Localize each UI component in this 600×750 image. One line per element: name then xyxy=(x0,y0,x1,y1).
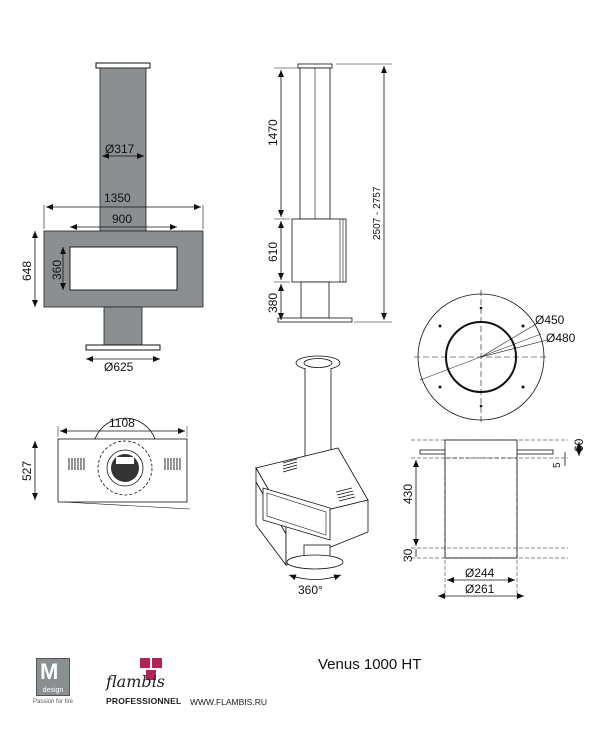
dim-base-height: 380 xyxy=(266,293,280,313)
dim-rotation: 360° xyxy=(298,583,323,597)
flue-collar xyxy=(95,62,151,69)
tagline: Passion for fire xyxy=(33,699,74,705)
flue-pipe xyxy=(99,67,147,232)
m-design-logo: M design xyxy=(36,658,70,696)
dim-side-body-height: 610 xyxy=(266,242,280,262)
dim-bottom-height: 30 xyxy=(401,548,415,562)
front-view: Ø317 1350 900 648 360 Ø625 xyxy=(20,62,204,374)
dim-total-height: 2507 - 2757 xyxy=(372,186,383,240)
dim-overall-width: 1350 xyxy=(104,191,131,205)
dim-top-depth: 527 xyxy=(20,461,34,481)
dim-top-plate: 60 xyxy=(572,438,586,452)
website-link[interactable]: WWW.FLAMBIS.RU xyxy=(190,697,267,707)
dim-circle-outer: Ø480 xyxy=(546,331,576,345)
brand-name: flambis xyxy=(106,672,165,691)
side-body xyxy=(291,218,347,283)
base-plate xyxy=(85,344,161,351)
flambis-mark xyxy=(140,658,162,680)
dim-flue-height: 1470 xyxy=(266,119,280,146)
side-column xyxy=(300,281,330,319)
circle-view: Ø450 Ø480 xyxy=(414,290,576,424)
m-logo-word: design xyxy=(42,687,64,694)
side-view: 1470 610 380 2507 - 2757 xyxy=(266,63,392,323)
glass-window xyxy=(69,246,178,291)
base-column xyxy=(103,306,143,346)
base-section: 430 30 60 5 Ø244 Ø261 xyxy=(401,438,586,599)
dim-glass-height: 360 xyxy=(50,260,64,280)
dim-circle-inner: Ø450 xyxy=(535,313,565,327)
model-name: Venus 1000 HT xyxy=(318,656,422,673)
dim-body-height: 648 xyxy=(20,261,34,281)
top-view: 1108 527 xyxy=(20,416,191,510)
dim-top-width: 1108 xyxy=(109,416,135,430)
dim-column-height: 430 xyxy=(401,484,415,504)
dim-flue-diameter: Ø317 xyxy=(105,142,135,156)
dim-glass-width: 900 xyxy=(112,212,132,226)
iso-view: 360° xyxy=(255,355,369,597)
dim-base-diameter: Ø625 xyxy=(104,360,134,374)
dim-plate-thickness: 5 xyxy=(552,462,563,468)
m-logo-letter: M xyxy=(40,659,59,684)
footer xyxy=(0,640,600,750)
dim-base-inner-diameter: Ø244 xyxy=(465,566,495,580)
dim-base-outer-diameter: Ø261 xyxy=(465,582,495,596)
brand-subtitle: PROFESSIONNEL xyxy=(106,696,182,706)
